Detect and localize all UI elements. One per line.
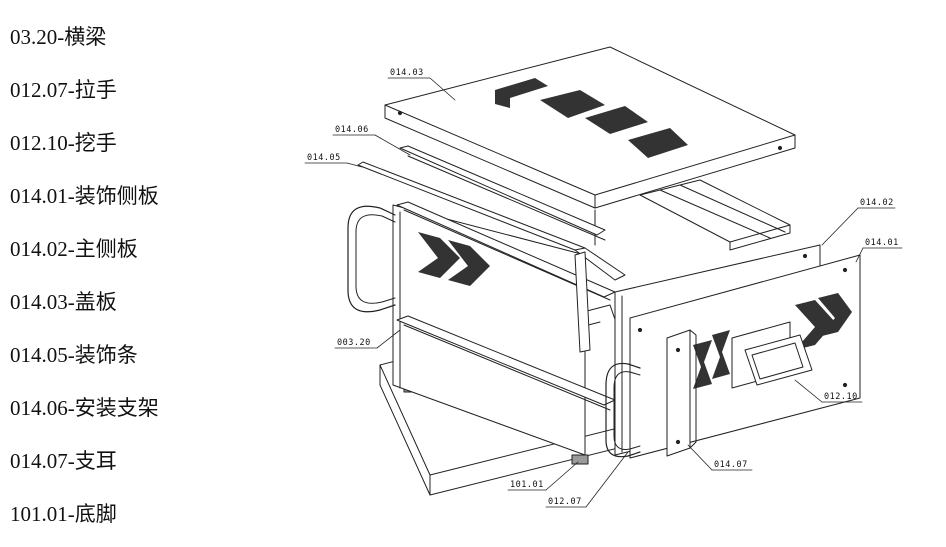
recessed-handle-part-012-10 bbox=[744, 334, 813, 386]
callout-014-02: 014.02 bbox=[860, 198, 894, 208]
perforation-pattern-left bbox=[418, 232, 490, 286]
legend-item: 014.07-支耳 bbox=[10, 449, 117, 473]
legend-item: 012.10-挖手 bbox=[10, 131, 117, 155]
chassis-exploded-drawing: 014.03 014.06 014.05 014.02 014.01 003.2… bbox=[304, 46, 903, 508]
legend-item: 014.06-安装支架 bbox=[10, 396, 159, 420]
callout-014-06: 014.06 bbox=[335, 125, 369, 135]
legend-item: 014.05-装饰条 bbox=[10, 343, 138, 367]
legend-item: 012.07-拉手 bbox=[10, 78, 117, 102]
callout-leaders bbox=[304, 77, 903, 508]
mounting-ear-part-014-07 bbox=[666, 329, 697, 457]
mounting-bracket-part-014-06 bbox=[399, 145, 606, 241]
perforation-pattern-right bbox=[693, 293, 852, 389]
callout-014-07: 014.07 bbox=[714, 460, 748, 470]
legend-item: 101.01-底脚 bbox=[10, 502, 117, 526]
callout-014-03: 014.03 bbox=[390, 68, 424, 78]
rear-rails bbox=[639, 179, 791, 251]
top-cover-part-014-03 bbox=[384, 46, 796, 209]
callout-014-05: 014.05 bbox=[307, 153, 341, 163]
callout-003-20: 003.20 bbox=[337, 338, 371, 348]
legend-item: 03.20-横梁 bbox=[10, 25, 107, 49]
side-rails bbox=[574, 247, 626, 353]
legend-item: 014.02-主侧板 bbox=[10, 237, 138, 261]
callout-labels: 014.03 014.06 014.05 014.02 014.01 003.2… bbox=[307, 68, 899, 507]
legend-item: 014.03-盖板 bbox=[10, 290, 117, 314]
callout-012-10: 012.10 bbox=[824, 392, 858, 402]
perforation-pattern-top bbox=[495, 78, 688, 158]
callout-012-07: 012.07 bbox=[548, 497, 582, 507]
handle-part-012-07 bbox=[347, 205, 641, 458]
legend-item: 014.01-装饰侧板 bbox=[10, 184, 159, 208]
callout-014-01: 014.01 bbox=[865, 238, 899, 248]
callout-101-01: 101.01 bbox=[510, 480, 544, 490]
